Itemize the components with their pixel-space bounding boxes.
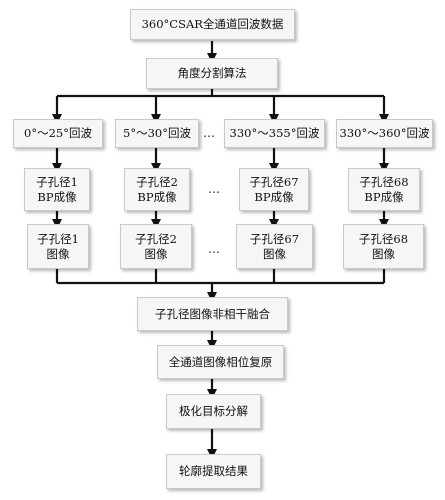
image-line2-2: 图像 (144, 246, 168, 261)
fusion-box: 子孔径图像非相干融合 (137, 297, 288, 331)
sector-range-2: 5°～30°回波 (123, 126, 191, 140)
sector-range-4: 330°～360°回波 (339, 126, 430, 140)
image-line1-4: 子孔径68 (358, 231, 409, 246)
sector-box-1: 0°～25°回波 (13, 119, 103, 148)
bp-line2-1: BP成像 (37, 189, 77, 204)
ellipsis-image-row: … (208, 242, 220, 256)
angle-split-label: 角度分割算法 (177, 66, 247, 80)
sector-range-3: 330°～355°回波 (229, 126, 320, 140)
top-data-label: 360°CSAR全通道回波数据 (141, 17, 284, 31)
decompose-label: 极化目标分解 (179, 404, 248, 418)
angle-split-box: 角度分割算法 (146, 58, 278, 89)
bp-box-3: 子孔径67 BP成像 (239, 168, 309, 211)
top-data-box: 360°CSAR全通道回波数据 (130, 9, 295, 40)
decompose-box: 极化目标分解 (166, 394, 261, 429)
image-line1-1: 子孔径1 (37, 231, 79, 246)
bp-line2-3: BP成像 (254, 189, 294, 204)
bp-line2-2: BP成像 (137, 189, 177, 204)
result-box: 轮廓提取结果 (166, 454, 261, 489)
image-line1-3: 子孔径67 (249, 231, 300, 246)
restore-box: 全通道图像相位复原 (157, 345, 284, 379)
image-line1-2: 子孔径2 (135, 231, 177, 246)
result-label: 轮廓提取结果 (179, 464, 248, 478)
bp-box-4: 子孔径68 BP成像 (348, 168, 420, 211)
bp-line1-3: 子孔径67 (249, 174, 299, 189)
ellipsis-sector-row: … (203, 126, 215, 140)
image-box-1: 子孔径1 图像 (27, 224, 89, 269)
bp-line1-1: 子孔径1 (36, 174, 78, 189)
image-box-2: 子孔径2 图像 (120, 224, 192, 269)
image-line2-3: 图像 (263, 246, 286, 261)
bp-line1-4: 子孔径68 (359, 174, 409, 189)
bp-box-1: 子孔径1 BP成像 (24, 168, 90, 211)
sector-box-4: 330°～360°回波 (336, 119, 433, 148)
bp-line1-2: 子孔径2 (136, 174, 178, 189)
image-box-4: 子孔径68 图像 (343, 224, 424, 269)
bp-box-2: 子孔径2 BP成像 (124, 168, 190, 211)
image-line2-1: 图像 (46, 246, 70, 261)
fusion-label: 子孔径图像非相干融合 (155, 306, 270, 321)
image-box-3: 子孔径67 图像 (236, 224, 313, 269)
sector-box-3: 330°～355°回波 (224, 119, 325, 148)
bp-line2-4: BP成像 (364, 189, 404, 204)
restore-label: 全通道图像相位复原 (168, 354, 273, 369)
sector-range-1: 0°～25°回波 (24, 126, 92, 140)
sector-box-2: 5°～30°回波 (115, 119, 199, 148)
image-line2-4: 图像 (372, 246, 395, 261)
ellipsis-bp-row: … (208, 182, 220, 196)
